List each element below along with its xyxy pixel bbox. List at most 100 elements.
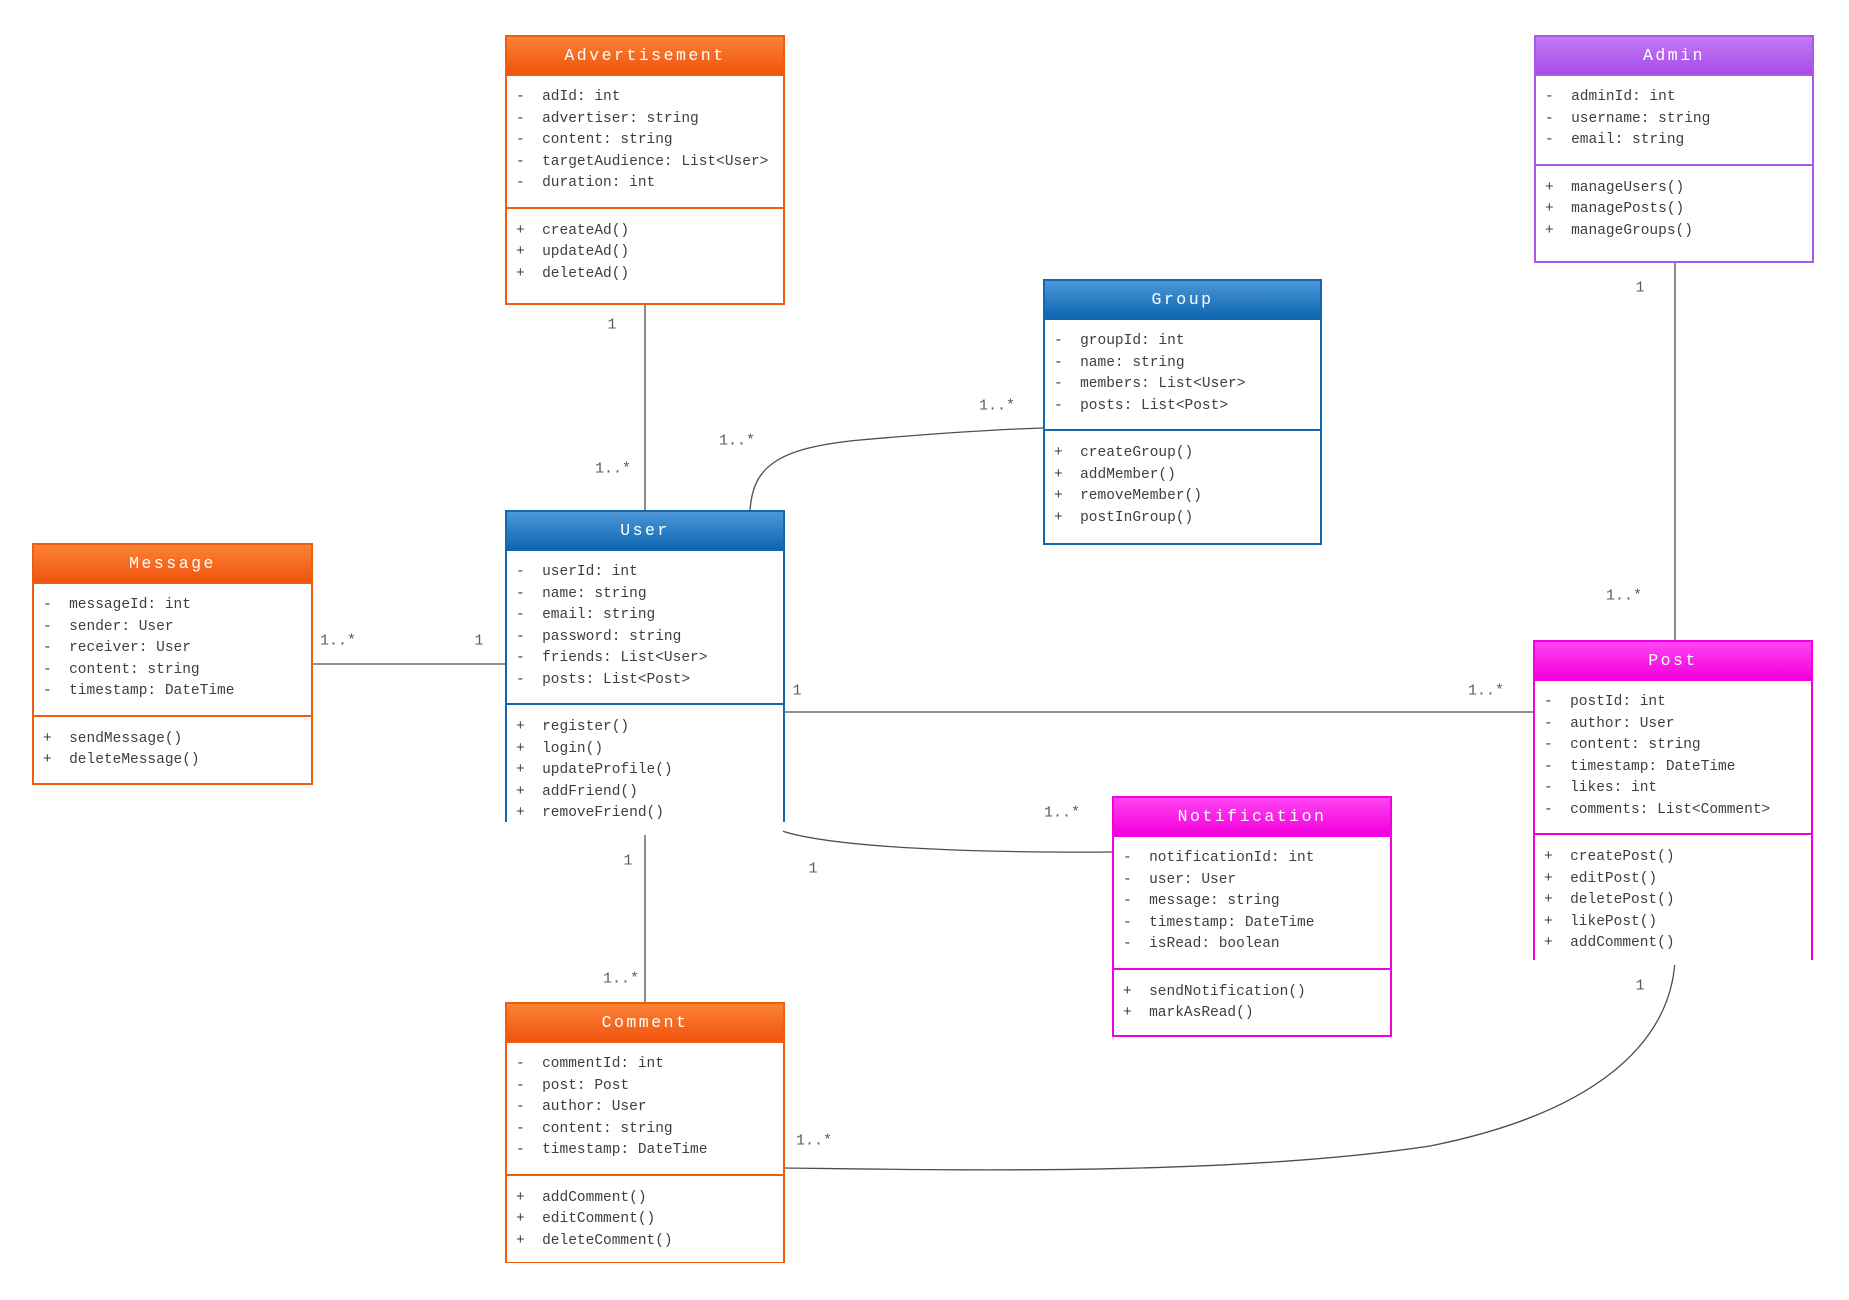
class-admin-methods: + manageUsers() + managePosts() + manageGr… [1536, 165, 1812, 261]
class-method: + sendMessage() [43, 730, 183, 747]
class-comment-methods: + addComment() + editComment() + deleteCom… [507, 1175, 783, 1262]
class-attribute: - email: string [516, 607, 656, 623]
class-group-title: Group [1045, 281, 1320, 318]
class-user-methods: + register()+ login()+ updateProfile()+ … [507, 705, 783, 835]
multiplicity-label-message-user-to: 1 [474, 632, 484, 650]
class-method: + editPost() [1544, 870, 1658, 887]
class-admin[interactable]: Admin - adminId: int - username: string - e… [1534, 35, 1814, 263]
association-user-notification [763, 821, 1113, 853]
class-admin-title: Admin [1536, 37, 1812, 74]
class-method: + editComment() [516, 1211, 656, 1227]
multiplicity-label-message-user-from: 1..* [319, 632, 357, 650]
class-user[interactable]: User- userId: int- name: string- email: … [505, 510, 785, 835]
class-advertisement-title: Advertisement [507, 37, 783, 74]
association-post-comment [784, 959, 1676, 1171]
class-method: + deleteComment() [516, 1232, 673, 1249]
class-attribute: - duration: int [516, 175, 656, 191]
class-notification[interactable]: Notification- notificationId: int- user:… [1112, 796, 1392, 1037]
class-notification-methods: + sendNotification() + markAsRead() [1114, 969, 1390, 1035]
multiplicity-label-advertisement-user-to: 1..* [594, 460, 632, 478]
class-attribute: - targetAudience: List<User> [516, 153, 769, 170]
class-attribute: - name: string [516, 585, 647, 602]
class-attribute: - adminId: int [1545, 89, 1676, 105]
class-attribute: - friends: List<User> [516, 650, 708, 666]
class-method: + sendNotification() [1123, 983, 1306, 1000]
class-attribute: - comments: List<Comment> [1544, 801, 1771, 818]
class-attribute: - notificationId: int [1123, 850, 1315, 866]
multiplicity-label-post-comment-to: 1..* [795, 1132, 833, 1150]
class-comment[interactable]: Comment- commentId: int- post: Post- aut… [505, 1002, 785, 1263]
class-message[interactable]: Message - messageId: int - sender: User - r… [32, 543, 313, 785]
class-attribute: - likes: int [1544, 780, 1658, 796]
multiplicity-label-user-post-from: 1 [792, 682, 802, 700]
multiplicity-label-user-notification-from: 1 [808, 860, 818, 878]
class-notification-attributes: - notificationId: int - user: User - messa… [1114, 835, 1390, 970]
class-attribute: - username: string [1545, 110, 1711, 127]
class-attribute: - email: string [1545, 132, 1685, 148]
class-attribute: - messageId: int [43, 597, 191, 613]
class-advertisement[interactable]: Advertisement- adId: int- advertiser: st… [505, 35, 785, 305]
class-attribute: - adId: int [516, 89, 621, 105]
class-attribute: - timestamp: DateTime [1544, 758, 1736, 775]
class-group-methods: + createGroup() + addMember() + removeMemb… [1045, 431, 1320, 543]
class-method: + deletePost() [1544, 892, 1675, 908]
class-comment-title: Comment [507, 1004, 783, 1041]
class-attribute: - author: User [516, 1099, 647, 1115]
class-attribute: - password: string [516, 628, 682, 645]
class-attribute: - name: string [1054, 354, 1185, 371]
class-message-methods: + sendMessage() + deleteMessage() [34, 716, 311, 783]
multiplicity-label-user-notification-to: 1..* [1043, 804, 1081, 822]
multiplicity-label-user-comment-to: 1..* [602, 970, 640, 988]
class-method: + deleteMessage() [43, 752, 200, 768]
multiplicity-label-user-group-to: 1..* [978, 397, 1016, 415]
class-method: + deleteAd() [516, 265, 630, 282]
multiplicity-label-advertisement-user-from: 1 [607, 316, 617, 334]
class-method: + postInGroup() [1054, 509, 1194, 526]
class-message-title: Message [34, 545, 311, 582]
class-method: + removeMember() [1054, 488, 1202, 504]
class-method: + removeFriend() [516, 805, 664, 821]
class-method: + likePost() [1544, 913, 1658, 930]
class-user-attributes: - userId: int - name: string - email: stri… [507, 549, 783, 705]
class-method: + addMember() [1054, 466, 1176, 483]
class-attribute: - content: string [516, 1120, 673, 1137]
multiplicity-label-user-post-to: 1..* [1467, 682, 1505, 700]
class-method: + addComment() [1544, 935, 1675, 951]
multiplicity-label-admin-post-from: 1 [1635, 279, 1645, 297]
class-method: + manageUsers() [1545, 179, 1685, 196]
class-method: + manageGroups() [1545, 222, 1693, 239]
class-attribute: - timestamp: DateTime [43, 683, 235, 699]
class-attribute: - timestamp: DateTime [1123, 914, 1315, 931]
class-comment-attributes: - commentId: int- post: Post- author: Us… [507, 1041, 783, 1176]
class-attribute: - posts: List<Post> [1054, 397, 1229, 414]
class-attribute: - author: User [1544, 715, 1675, 732]
class-attribute: - content: string [43, 661, 200, 678]
multiplicity-label-admin-post-to: 1..* [1605, 587, 1643, 605]
class-method: + managePosts() [1545, 201, 1685, 217]
class-method: + addComment() [516, 1189, 647, 1206]
class-attribute: - sender: User [43, 618, 174, 635]
class-advertisement-methods: + createAd() + updateAd() + deleteAd() [507, 208, 783, 303]
class-post-methods: + createPost()+ editPost()+ deletePost()… [1535, 835, 1811, 965]
class-attribute: - timestamp: DateTime [516, 1142, 708, 1158]
class-method: + createGroup() [1054, 445, 1194, 461]
class-group-attributes: - groupId: int - name: string - members: L… [1045, 318, 1320, 431]
class-method: + updateAd() [516, 244, 630, 260]
multiplicity-label-user-group-from: 1..* [718, 432, 756, 450]
class-attribute: - commentId: int [516, 1056, 664, 1072]
class-admin-attributes: - adminId: int - username: string - email:… [1536, 74, 1812, 166]
class-attribute: - message: string [1123, 893, 1280, 909]
class-attribute: - user: User [1123, 871, 1237, 888]
class-attribute: - posts: List<Post> [516, 671, 691, 688]
class-attribute: - receiver: User [43, 640, 191, 656]
class-attribute: - userId: int [516, 564, 638, 580]
class-attribute: - members: List<User> [1054, 376, 1246, 392]
class-post[interactable]: Post- postId: int- author: User- content… [1533, 640, 1813, 965]
class-attribute: - groupId: int [1054, 333, 1185, 349]
class-group[interactable]: Group - groupId: int - name: string - membe… [1043, 279, 1322, 545]
class-method: + markAsRead() [1123, 1005, 1254, 1021]
class-post-title: Post [1535, 642, 1811, 679]
class-method: + register() [516, 719, 630, 735]
class-method: + createAd() [516, 222, 630, 239]
